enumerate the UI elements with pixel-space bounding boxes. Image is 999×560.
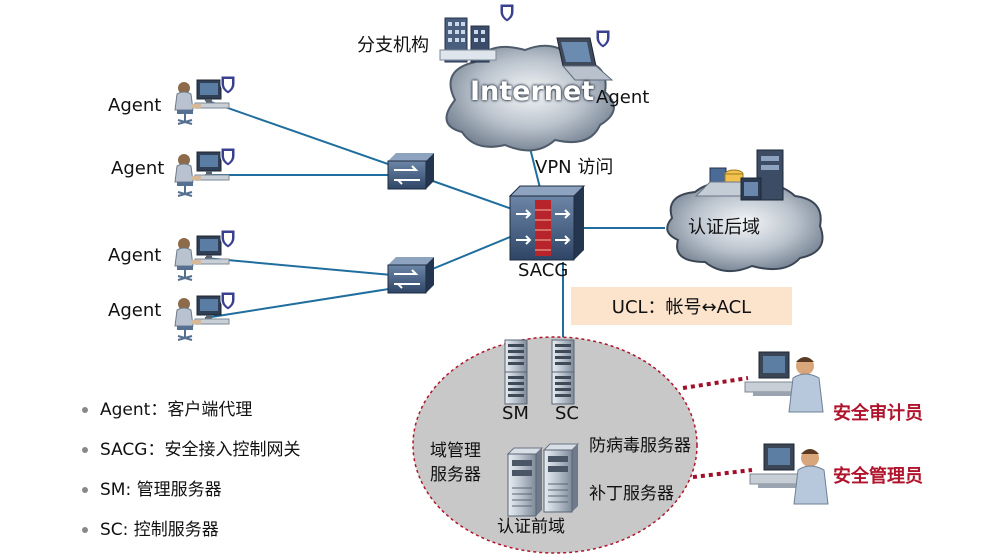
laptop-icon (556, 37, 614, 81)
security-admin-icon (749, 443, 829, 505)
shield-icon (220, 147, 236, 167)
ucl-mapping-box: UCL：帐号↔ACL (571, 287, 792, 325)
legend-text: Agent：客户端代理 (100, 400, 253, 420)
vpn-access-label: VPN 访问 (535, 157, 614, 178)
security-auditor-label: 安全审计员 (833, 403, 923, 424)
sc-server-icon (551, 339, 575, 405)
shield-icon (499, 3, 515, 23)
internet-label: Internet (470, 76, 595, 107)
pre-auth-domain-label: 认证前域 (497, 517, 565, 537)
patch-server-label: 补丁服务器 (589, 484, 674, 504)
office-building-icon (439, 17, 497, 63)
agent-label-3: Agent (108, 245, 162, 266)
agent-label-2: Agent (111, 158, 165, 179)
server-tower-icon (740, 149, 784, 201)
legend-item: Agent：客户端代理 (78, 400, 300, 440)
shield-icon (220, 291, 236, 311)
link-switch2-sacg (429, 234, 516, 271)
bullet-icon (82, 447, 88, 453)
switch-icon (387, 256, 435, 294)
link-agent4-switch2 (204, 287, 396, 319)
auth-domain-cloud (666, 149, 824, 273)
legend-item: SM: 管理服务器 (78, 480, 300, 520)
link-agent1-switch1 (204, 99, 406, 171)
security-auditor-icon (744, 351, 824, 413)
agent-label-1: Agent (108, 95, 162, 116)
link-agent3-switch2 (204, 257, 393, 276)
domain-server-label-line1: 域管理 (430, 441, 481, 461)
legend-text: SM: 管理服务器 (100, 480, 222, 500)
link-switch1-sacg (429, 179, 516, 211)
network-links (204, 99, 753, 480)
switch-icon (387, 152, 435, 190)
bullet-icon (82, 407, 88, 413)
branch-label: 分支机构 (357, 35, 429, 56)
pre-auth-domain (412, 336, 698, 554)
agent-station-3 (174, 229, 236, 281)
remote-agent-label: Agent (596, 87, 650, 108)
domain-server-label-line2: 服务器 (430, 465, 481, 485)
antivirus-server-label: 防病毒服务器 (589, 436, 691, 456)
antivirus-server-icon (543, 443, 579, 513)
auth-domain-label: 认证后域 (688, 217, 760, 238)
agent-station-4 (174, 291, 236, 341)
security-admin-label: 安全管理员 (833, 466, 923, 487)
agent-label-4: Agent (108, 300, 162, 321)
link-admin1-preauth (682, 376, 749, 390)
domain-server-icon (507, 447, 543, 517)
legend-text: SACG：安全接入控制网关 (100, 440, 301, 460)
agent-station-2 (174, 147, 236, 197)
sacg-firewall-icon (508, 185, 586, 261)
shield-icon (595, 29, 611, 49)
internet-cloud (439, 3, 615, 152)
sacg-label: SACG (518, 260, 569, 281)
legend-item: SACG：安全接入控制网关 (78, 440, 300, 480)
sc-label: SC (555, 403, 579, 424)
legend-item: SC: 控制服务器 (78, 520, 300, 560)
bullet-icon (82, 487, 88, 493)
legend-list: Agent：客户端代理 SACG：安全接入控制网关 SM: 管理服务器 SC: … (78, 400, 300, 560)
sm-server-icon (504, 339, 528, 405)
shield-icon (220, 229, 236, 249)
legend-text: SC: 控制服务器 (100, 520, 219, 540)
sm-label: SM (502, 403, 529, 424)
bullet-icon (82, 527, 88, 533)
shield-icon (220, 75, 236, 95)
link-admin2-preauth (684, 468, 753, 480)
